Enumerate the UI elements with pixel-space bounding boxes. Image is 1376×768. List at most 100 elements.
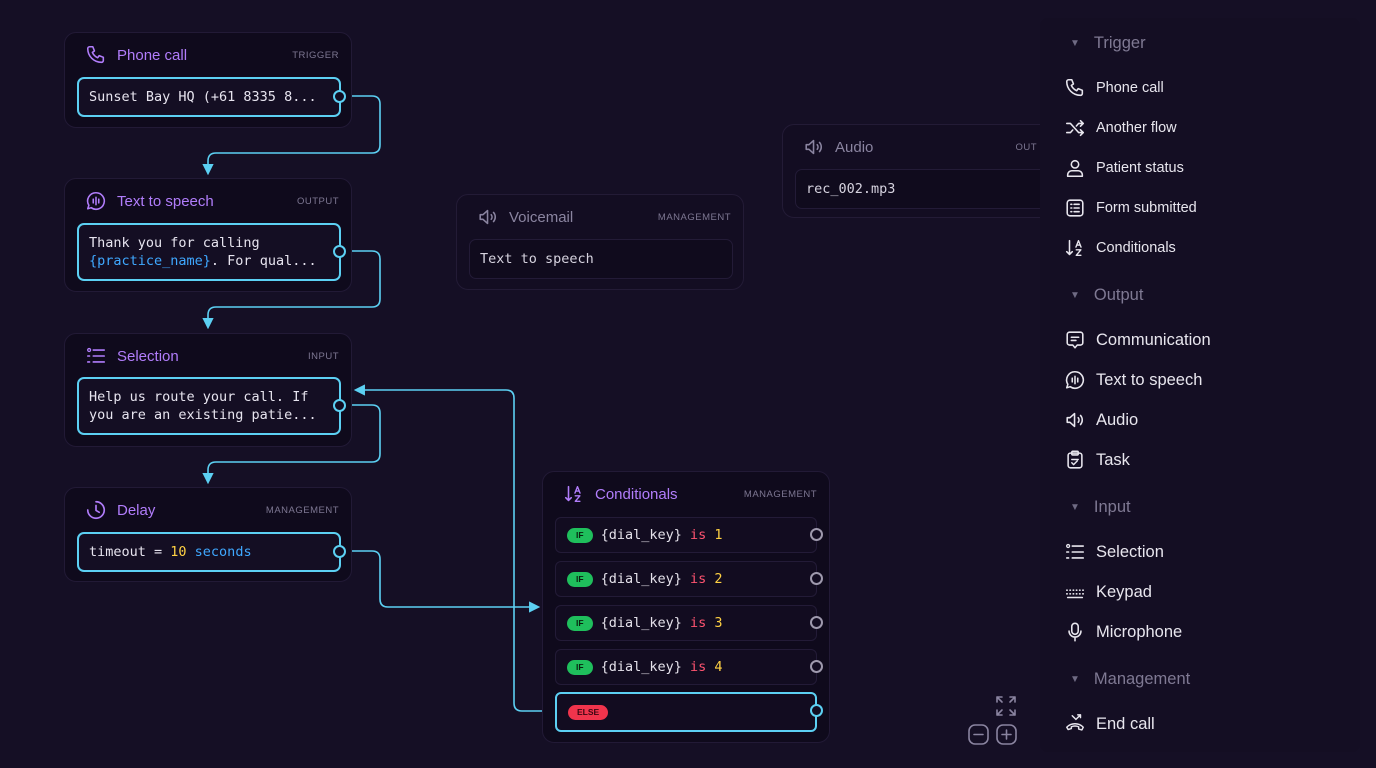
section-header-output[interactable]: ▼ Output xyxy=(1070,286,1143,305)
palette-item-end-call[interactable]: End call xyxy=(1064,713,1155,735)
collapse-triangle-icon: ▼ xyxy=(1070,674,1080,685)
sort-az-icon xyxy=(1064,237,1086,259)
section-header-trigger[interactable]: ▼ Trigger xyxy=(1070,34,1146,53)
palette-item-communication[interactable]: Communication xyxy=(1064,329,1211,351)
form-icon xyxy=(1064,197,1086,219)
condition-operator: is xyxy=(689,615,707,631)
palette-item-another-flow[interactable]: Another flow xyxy=(1064,117,1177,139)
fit-view-icon[interactable] xyxy=(995,695,1017,717)
condition-value: 2 xyxy=(714,571,723,587)
node-category-tag: OUTPUT xyxy=(296,195,339,207)
palette-item-keypad[interactable]: Keypad xyxy=(1064,581,1152,603)
conditionals-node[interactable]: Conditionals MANAGEMENT IF {dial_key} is… xyxy=(542,471,830,743)
speaker-icon xyxy=(1064,409,1086,431)
node-header: Text to speech OUTPUT xyxy=(85,189,339,213)
shuffle-icon xyxy=(1064,117,1086,139)
condition-variable: {dial_key} xyxy=(600,615,682,631)
field-line-2-rest: . For qual... xyxy=(210,253,317,269)
phone-call-node[interactable]: Phone call TRIGGER Sunset Bay HQ (+61 83… xyxy=(64,32,352,128)
tts-output-port[interactable] xyxy=(333,245,346,258)
node-title: Audio xyxy=(835,138,874,156)
node-title: Selection xyxy=(117,347,179,365)
field-line-1: Help us route your call. If xyxy=(89,389,309,405)
phone-number-field[interactable]: Sunset Bay HQ (+61 8335 8... xyxy=(77,77,341,117)
field-text: timeout = 10 seconds xyxy=(89,543,329,561)
field-line-1: Thank you for calling xyxy=(89,235,260,251)
selection-output-port[interactable] xyxy=(333,399,346,412)
delay-timeout-field[interactable]: timeout = 10 seconds xyxy=(77,532,341,572)
palette-item-conditionals[interactable]: Conditionals xyxy=(1064,237,1176,259)
if-badge: IF xyxy=(567,527,593,543)
speaker-icon xyxy=(477,206,499,228)
palette-item-label: Another flow xyxy=(1096,120,1177,136)
sort-az-icon xyxy=(563,483,585,505)
message-icon xyxy=(1064,329,1086,351)
condition-operator: is xyxy=(689,571,707,587)
else-row[interactable]: ELSE xyxy=(555,692,817,732)
palette-item-label: Selection xyxy=(1096,542,1164,561)
if-badge: IF xyxy=(567,615,593,631)
palette-item-label: Patient status xyxy=(1096,160,1184,176)
clipboard-icon xyxy=(1064,449,1086,471)
field-text: rec_002.mp3 xyxy=(806,181,896,197)
timeout-amount: 10 xyxy=(170,544,187,560)
audio-node[interactable]: Audio OUT rec_002.mp3 xyxy=(782,124,1070,218)
node-category-tag: INPUT xyxy=(308,350,339,362)
delay-output-port[interactable] xyxy=(333,545,346,558)
condition-row[interactable]: IF {dial_key} is 4 xyxy=(555,649,817,685)
voicemail-node[interactable]: Voicemail MANAGEMENT Text to speech xyxy=(456,194,744,290)
phone-call-output-port[interactable] xyxy=(333,90,346,103)
palette-item-form-submitted[interactable]: Form submitted xyxy=(1064,197,1197,219)
wire-else-to-selection xyxy=(353,384,556,712)
phone-icon xyxy=(1064,77,1086,99)
keypad-icon xyxy=(1064,581,1086,603)
section-header-input[interactable]: ▼ Input xyxy=(1070,498,1131,517)
condition-row[interactable]: IF {dial_key} is 2 xyxy=(555,561,817,597)
microphone-icon xyxy=(1064,621,1086,643)
node-header: Phone call TRIGGER xyxy=(85,43,339,67)
condition-row[interactable]: IF {dial_key} is 1 xyxy=(555,517,817,553)
zoom-out-icon[interactable] xyxy=(968,724,989,745)
audio-file-field[interactable]: rec_002.mp3 xyxy=(795,169,1059,209)
phone-icon xyxy=(85,44,107,66)
palette-item-phone-call[interactable]: Phone call xyxy=(1064,77,1164,99)
condition-variable: {dial_key} xyxy=(600,527,682,543)
else-output-port[interactable] xyxy=(810,704,823,717)
zoom-in-icon[interactable] xyxy=(996,724,1017,745)
node-title: Delay xyxy=(117,501,156,519)
text-to-speech-node[interactable]: Text to speech OUTPUT Thank you for call… xyxy=(64,178,352,292)
condition-operator: is xyxy=(689,527,707,543)
section-label: Management xyxy=(1093,670,1191,688)
voicemail-field[interactable]: Text to speech xyxy=(469,239,733,279)
condition-3-output-port[interactable] xyxy=(810,616,823,629)
tts-message-field[interactable]: Thank you for calling {practice_name}. F… xyxy=(77,223,341,281)
selection-prompt-field[interactable]: Help us route your call. If you are an e… xyxy=(77,377,341,435)
palette-item-label: Microphone xyxy=(1096,622,1183,641)
node-title: Conditionals xyxy=(595,485,678,503)
palette-item-audio[interactable]: Audio xyxy=(1064,409,1138,431)
palette-item-label: Phone call xyxy=(1096,80,1164,96)
collapse-triangle-icon: ▼ xyxy=(1070,502,1080,513)
wire-delay-to-conditionals xyxy=(345,550,541,613)
palette-item-patient-status[interactable]: Patient status xyxy=(1064,157,1184,179)
selection-node[interactable]: Selection INPUT Help us route your call.… xyxy=(64,333,352,447)
palette-item-microphone[interactable]: Microphone xyxy=(1064,621,1182,643)
delay-node[interactable]: Delay MANAGEMENT timeout = 10 seconds xyxy=(64,487,352,582)
condition-row[interactable]: IF {dial_key} is 3 xyxy=(555,605,817,641)
palette-item-selection[interactable]: Selection xyxy=(1064,541,1164,563)
node-title: Voicemail xyxy=(509,208,574,226)
palette-item-label: Communication xyxy=(1096,330,1211,349)
list-icon xyxy=(85,345,107,367)
palette-item-label: Audio xyxy=(1096,410,1139,429)
condition-2-output-port[interactable] xyxy=(810,572,823,585)
palette-item-text-to-speech[interactable]: Text to speech xyxy=(1064,369,1202,391)
speaker-icon xyxy=(803,136,825,158)
section-header-management[interactable]: ▼ Management xyxy=(1070,670,1190,689)
field-line-2: {practice_name}. For qual... xyxy=(89,252,329,270)
condition-4-output-port[interactable] xyxy=(810,660,823,673)
section-label: Input xyxy=(1093,498,1131,516)
condition-1-output-port[interactable] xyxy=(810,528,823,541)
palette-item-task[interactable]: Task xyxy=(1064,449,1130,471)
condition-variable: {dial_key} xyxy=(600,571,682,587)
clock-icon xyxy=(85,499,107,521)
